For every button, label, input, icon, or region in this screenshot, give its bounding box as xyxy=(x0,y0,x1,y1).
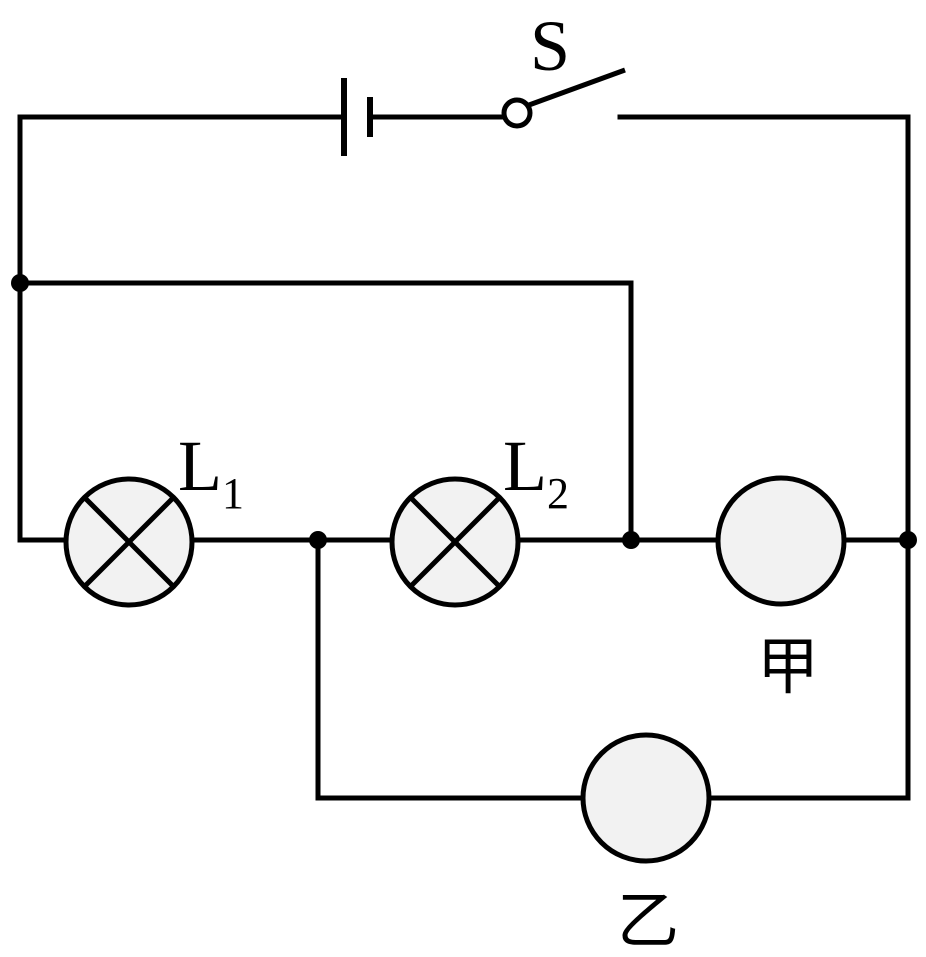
meter-b-label: 乙 xyxy=(617,884,679,957)
junction-left xyxy=(11,274,29,292)
top-branch: S xyxy=(17,6,911,156)
lamp-l1 xyxy=(63,476,195,608)
switch-pivot xyxy=(501,97,533,129)
junction-c xyxy=(622,531,640,549)
meter-a-label: 甲 xyxy=(757,630,819,703)
lamp-l2 xyxy=(389,476,521,608)
lamp-l2-label: L2 xyxy=(503,426,569,518)
meter-b xyxy=(580,732,712,864)
lamp-l2-cross-b xyxy=(409,496,501,588)
switch-label: S xyxy=(530,6,570,86)
meter-a xyxy=(715,475,847,607)
lamp-l1-cross-b xyxy=(83,496,175,588)
lamp-l1-label: L1 xyxy=(178,426,244,518)
junction-lamp-middle xyxy=(309,531,327,549)
switch-blade xyxy=(528,67,626,108)
junction-right xyxy=(899,531,917,549)
